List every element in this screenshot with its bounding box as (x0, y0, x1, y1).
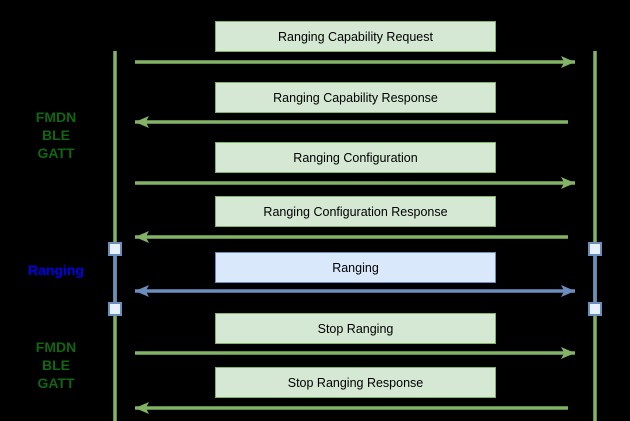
message-box: Stop Ranging Response (215, 367, 496, 398)
phase-label-line: GATT (37, 375, 75, 391)
phase-label-line: FMDN (35, 339, 77, 355)
phase-label-line: BLE (42, 357, 70, 373)
activation-marker (588, 242, 602, 256)
message-box: Ranging Configuration (215, 142, 496, 173)
message-box: Ranging Capability Request (215, 21, 496, 52)
phase-label: FMDN BLE GATT (0, 338, 112, 392)
message-box: Ranging Configuration Response (215, 196, 496, 227)
message-box: Ranging (215, 252, 496, 283)
message-box: Stop Ranging (215, 313, 496, 344)
phase-label-line: BLE (42, 127, 70, 143)
activation-marker (108, 302, 122, 316)
phase-label-line: GATT (37, 145, 75, 161)
phase-label-line: FMDN (35, 109, 77, 125)
phase-label: FMDN BLE GATT (0, 108, 112, 162)
phase-label: Ranging (0, 261, 112, 279)
activation-marker (108, 242, 122, 256)
phase-label-line: Ranging (28, 262, 84, 278)
activation-marker (588, 302, 602, 316)
message-box: Ranging Capability Response (215, 82, 496, 113)
